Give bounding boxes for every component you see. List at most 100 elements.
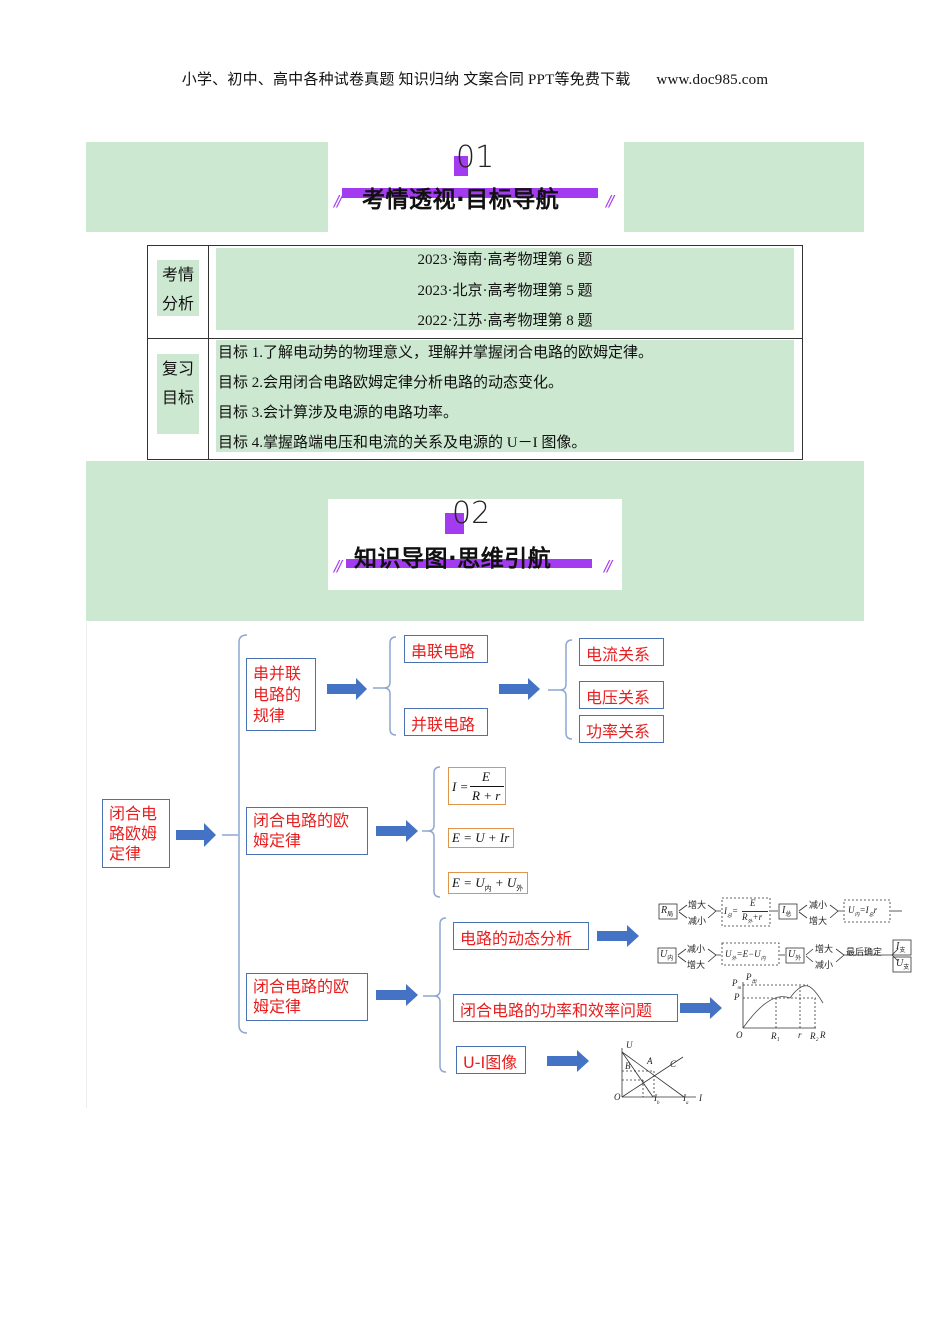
fraction-bar [470, 786, 504, 787]
graph-point-label: C [670, 1059, 677, 1069]
flow-formula-den: R外+r [742, 912, 763, 925]
node-line: 姆定律 [253, 831, 302, 850]
formula-sub: 内 [484, 884, 492, 893]
node-current-relation[interactable]: 电流关系 [579, 638, 664, 666]
label-line: 分析 [161, 294, 194, 313]
node-series-circuit[interactable]: 串联电路 [404, 635, 488, 663]
arrow-icon [327, 678, 367, 700]
node-line: 规律 [253, 706, 286, 725]
formula-emf: E = U + Ir [448, 828, 514, 848]
flow-label: 增大 [687, 960, 706, 970]
node-line: 串并联 [253, 664, 302, 683]
node-line: 闭合电路的欧 [253, 811, 350, 830]
node-dynamic-analysis[interactable]: 电路的动态分析 [453, 922, 589, 950]
exam-analysis-content: 2023·海南·高考物理第 6 题 2023·北京·高考物理第 5 题 2022… [216, 248, 794, 330]
node-voltage-relation[interactable]: 电压关系 [579, 681, 664, 709]
flow-formula: U外=E−U内 [725, 949, 766, 962]
section2-title: 知识导图·思维引航 [354, 546, 552, 572]
bracket-branch1 [383, 636, 397, 736]
row-label-review-goals: 复习 目标 [157, 354, 199, 434]
exam-item: 2023·北京·高考物理第 5 题 [417, 283, 593, 299]
arrow-icon [499, 678, 540, 700]
arrow-icon [547, 1050, 589, 1072]
flow-label: 减小 [687, 944, 706, 954]
dynamic-flow-row2 [657, 939, 912, 973]
formula-emf-split: E = U内 + U外 [448, 872, 528, 894]
slash-decoration-left: // [334, 557, 342, 575]
graph-origin: O [736, 1030, 743, 1040]
node-power-relation[interactable]: 功率关系 [579, 715, 664, 743]
section1-number: 01 [456, 140, 495, 175]
header-text: 小学、初中、高中各种试卷真题 知识归纳 文案合同 PPT等免费下载 [181, 72, 631, 88]
ui-graph [621, 1048, 696, 1098]
mindmap-left-border [86, 622, 87, 1108]
exam-item: 2023·海南·高考物理第 6 题 [417, 252, 593, 268]
main-bracket [238, 634, 248, 1034]
graph-y-label: P出 [746, 972, 757, 985]
header-url[interactable]: www.doc985.com [656, 72, 769, 88]
formula-sub: 外 [516, 884, 524, 893]
node-line: 闭合电路的欧 [253, 977, 350, 996]
formula-denominator: R + r [472, 788, 501, 803]
section1-title-card: 01 考情透视·目标导航 // // [328, 140, 624, 232]
node-parallel-circuit[interactable]: 并联电路 [404, 708, 488, 736]
graph-x-label: R [820, 1030, 826, 1040]
section2-title-card: 02 知识导图·思维引航 // // [328, 496, 622, 590]
flow-label: 最后确定 [846, 947, 883, 957]
graph-x-tick: R₂ [810, 1031, 819, 1041]
flow-label: 增大 [815, 944, 834, 954]
node-line: 闭合电 [109, 804, 158, 823]
graph-point-label: B [625, 1061, 631, 1071]
formula-current: I = E R + r [448, 767, 506, 805]
graph-x-tick: Ia [683, 1093, 689, 1106]
flow-label: R局 [661, 905, 674, 918]
flow-label: U外 [788, 949, 802, 962]
node-power-efficiency[interactable]: 闭合电路的功率和效率问题 [453, 994, 678, 1022]
formula-numerator: E [482, 769, 490, 784]
review-goals-content: 目标 1.了解电动势的物理意义，理解并掌握闭合电路的欧姆定律。 目标 2.会用闭… [216, 340, 794, 452]
slash-decoration-right: // [604, 557, 612, 575]
title-underline [342, 188, 598, 198]
flow-label: 减小 [815, 960, 834, 970]
graph-origin: O [614, 1092, 621, 1102]
node-line: 路欧姆 [109, 824, 158, 843]
bracket-branch1b [559, 639, 573, 740]
node-line: 电路的 [253, 685, 302, 704]
label-line: 目标 [161, 388, 194, 407]
label-line: 考情 [161, 265, 194, 284]
arrow-icon [376, 820, 418, 842]
graph-y-label: U [626, 1040, 633, 1050]
goal-item: 目标 1.了解电动势的物理意义，理解并掌握闭合电路的欧姆定律。 [218, 345, 654, 361]
title-underline [346, 559, 592, 568]
power-graph [742, 982, 824, 1029]
flow-label: U支 [896, 958, 910, 971]
dynamic-flow-row1 [658, 897, 902, 927]
node-closed-circuit-ohm-law-2[interactable]: 闭合电路的欧 姆定律 [246, 973, 368, 1021]
exam-item: 2022·江苏·高考物理第 8 题 [417, 313, 593, 329]
flow-formula: U内=I总r [848, 905, 878, 918]
flow-label: 减小 [688, 916, 707, 926]
info-table: 考情 分析 2023·海南·高考物理第 6 题 2023·北京·高考物理第 5 … [147, 245, 803, 460]
bracket-branch2 [427, 766, 441, 898]
formula-text: + U [491, 875, 517, 890]
graph-p-label: P [734, 992, 740, 1002]
section1-title: 考情透视·目标导航 [362, 187, 560, 213]
node-ui-graph[interactable]: U-I图像 [456, 1046, 526, 1074]
mindmap-root-node[interactable]: 闭合电 路欧姆 定律 [102, 799, 170, 868]
node-series-parallel-rules[interactable]: 串并联 电路的 规律 [246, 658, 316, 731]
number-accent [454, 156, 468, 176]
graph-point-label: A [647, 1056, 653, 1066]
arrow-icon [680, 997, 722, 1019]
arrow-icon [597, 925, 639, 947]
row-label-exam-analysis: 考情 分析 [157, 260, 199, 316]
node-line: 定律 [109, 844, 142, 863]
graph-x-tick: r [798, 1030, 802, 1040]
table-divider-horizontal [148, 338, 802, 339]
flow-formula: I总= [724, 906, 739, 919]
formula-text: E = U [452, 875, 485, 890]
fraction-bar [742, 911, 768, 912]
flow-label: 增大 [688, 900, 707, 910]
node-closed-circuit-ohm-law[interactable]: 闭合电路的欧 姆定律 [246, 807, 368, 855]
slash-decoration-right: // [606, 192, 614, 210]
bracket-branch3 [433, 917, 447, 1073]
